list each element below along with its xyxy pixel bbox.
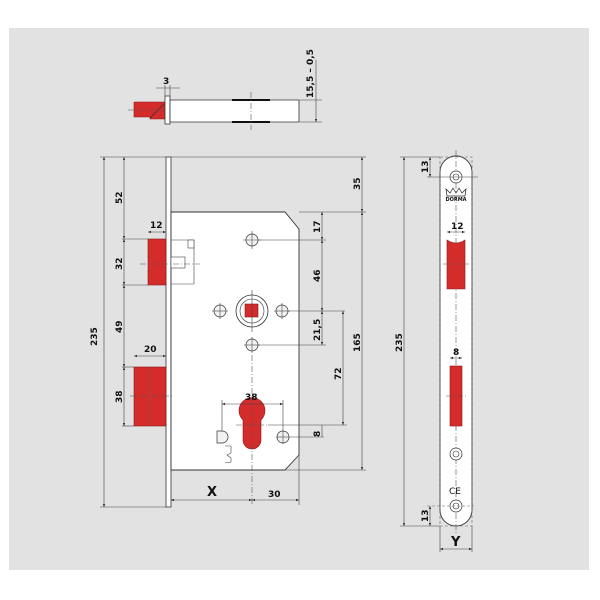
dim-latch-projection: 12 <box>150 221 163 231</box>
dim-latch-width: 12 <box>451 222 464 232</box>
ce-mark: CE <box>449 487 461 497</box>
dim-top-to-hole: 17 <box>313 220 323 233</box>
front-faceplate <box>165 156 172 508</box>
dim-hole-to-spindle: 46 <box>313 269 323 282</box>
brand-logo: DORMA <box>445 197 466 203</box>
dim-bolt-height: 38 <box>115 390 125 403</box>
latch-bolt <box>147 238 167 286</box>
dim-top-offset: 35 <box>353 177 363 190</box>
dim-bolt-width: 8 <box>453 348 459 358</box>
dim-backset: X <box>207 485 217 500</box>
dim-faceplate-width: Y <box>450 535 461 550</box>
dim-cylinder-screw-spacing: 38 <box>245 393 258 403</box>
dim-latch-to-bolt: 49 <box>115 320 125 333</box>
dim-faceplate-top-offset: 13 <box>421 160 431 173</box>
faceplate-view: DORMA 12 8 CE 235 13 13 Y <box>395 150 478 552</box>
front-view: 235 52 32 49 38 12 20 35 17 46 21,5 72 <box>90 156 366 508</box>
dim-total-height: 235 <box>90 327 100 346</box>
lock-body <box>170 211 300 471</box>
dim-cylinder-offset: 8 <box>313 431 323 437</box>
dim-latch-height: 32 <box>115 257 125 270</box>
top-faceplate <box>164 95 171 125</box>
dim-faceplate-bottom-offset: 13 <box>421 509 431 522</box>
faceplate-latch <box>446 239 466 290</box>
dim-cylinder-to-back: 30 <box>268 490 281 500</box>
dim-bolt-projection: 20 <box>144 345 157 355</box>
dim-faceplate-total-height: 235 <box>395 333 405 352</box>
dim-spindle-to-cylinder: 72 <box>334 367 344 380</box>
dim-faceplate-thickness: 3 <box>163 77 169 87</box>
top-latch-tongue <box>133 101 166 120</box>
top-body <box>169 99 300 123</box>
dim-body-height: 165 <box>353 333 363 352</box>
dim-top-height: 15,5 – 0,5 <box>306 49 316 98</box>
top-view: 3 15,5 – 0,5 <box>128 49 322 130</box>
dorma-crown-icon <box>445 187 467 197</box>
dim-top-to-latch: 52 <box>115 191 125 204</box>
dim-spindle-to-hole: 21,5 <box>313 319 323 341</box>
spindle-square <box>244 303 259 318</box>
